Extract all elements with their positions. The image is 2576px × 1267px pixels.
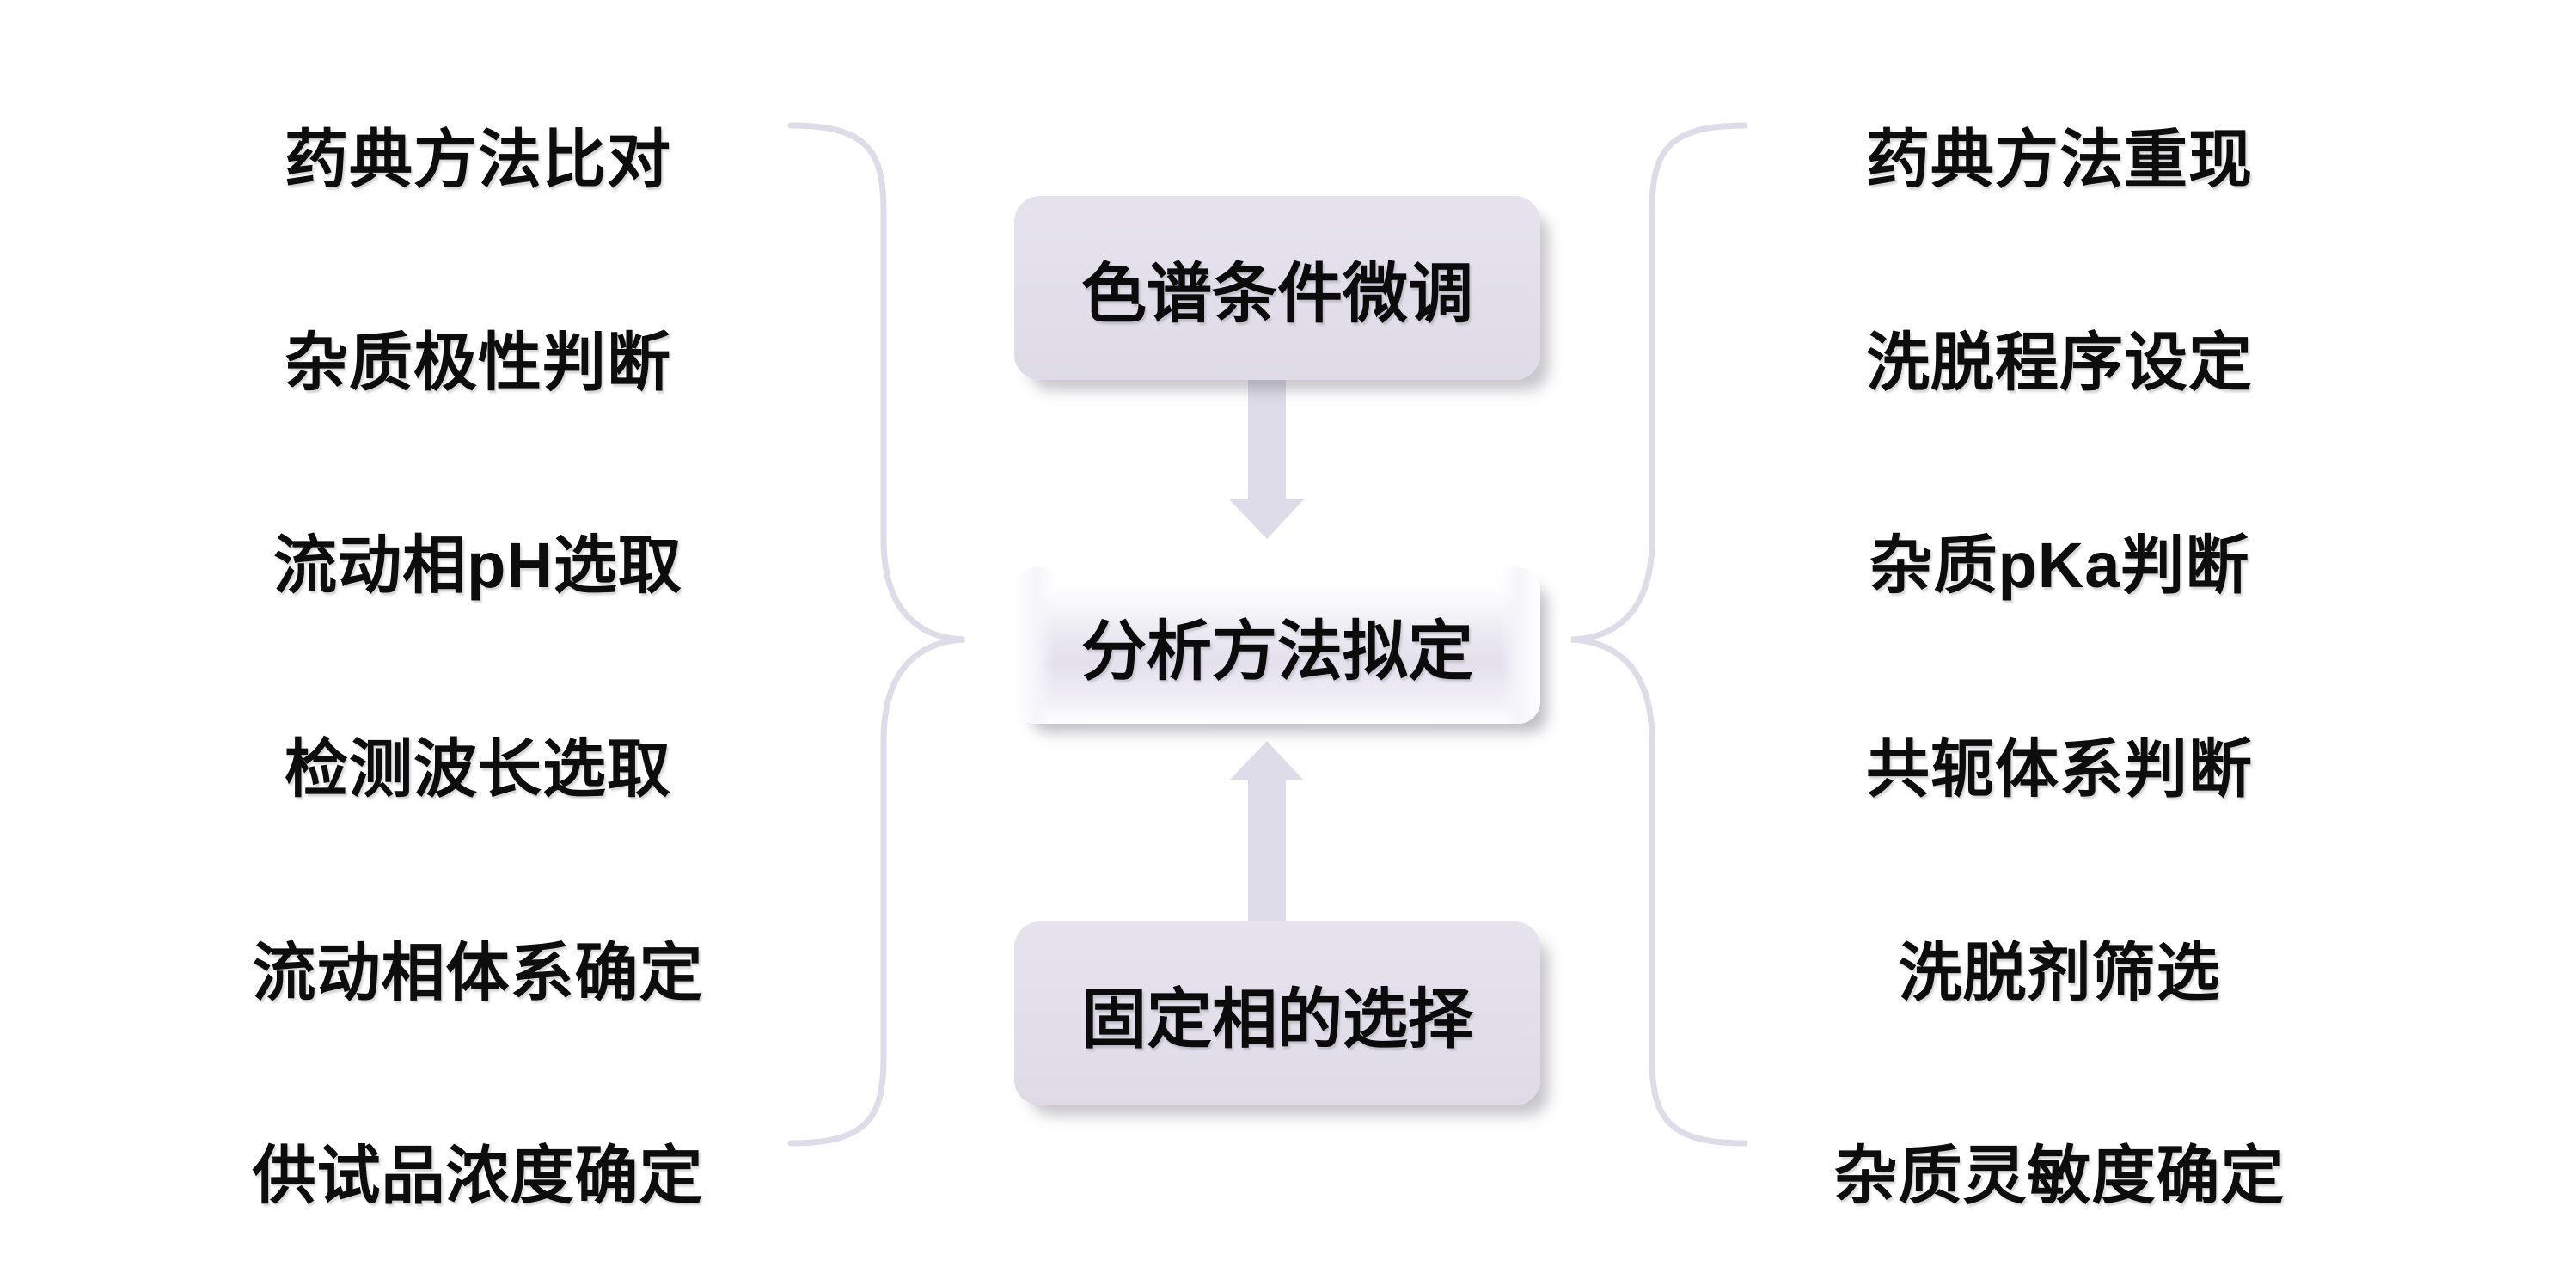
right-item-3[interactable]: 杂质pKa判断: [1796, 474, 2322, 657]
right-item-4-label: 共轭体系判断: [1866, 733, 2253, 805]
left-item-3-label: 流动相pH选取: [273, 529, 682, 601]
bevel-left-highlight: [1014, 567, 1054, 724]
left-item-1-label: 药典方法比对: [285, 124, 671, 195]
left-brace: [787, 122, 965, 1147]
right-item-6[interactable]: 杂质灵敏度确定: [1796, 1085, 2322, 1267]
center-bottom-box[interactable]: 固定相的选择: [1014, 921, 1540, 1105]
left-item-1[interactable]: 药典方法比对: [215, 69, 741, 251]
center-bottom-label: 固定相的选择: [1081, 983, 1473, 1056]
left-item-4-label: 检测波长选取: [285, 733, 671, 805]
right-brace: [1570, 122, 1748, 1147]
right-item-3-label: 杂质pKa判断: [1869, 529, 2250, 601]
right-item-2-label: 洗脱程序设定: [1866, 327, 2253, 398]
center-top-label: 色谱条件微调: [1081, 258, 1473, 331]
left-item-2[interactable]: 杂质极性判断: [215, 272, 741, 454]
left-item-4[interactable]: 检测波长选取: [215, 678, 741, 860]
right-item-5[interactable]: 洗脱剂筛选: [1796, 882, 2322, 1064]
right-item-1[interactable]: 药典方法重现: [1796, 69, 2322, 251]
center-middle-box[interactable]: 分析方法拟定: [1014, 567, 1540, 724]
left-item-2-label: 杂质极性判断: [285, 327, 671, 398]
bevel-right-highlight: [1501, 567, 1540, 724]
right-item-2[interactable]: 洗脱程序设定: [1796, 272, 2322, 454]
left-item-6[interactable]: 供试品浓度确定: [215, 1085, 741, 1267]
right-item-6-label: 杂质灵敏度确定: [1833, 1140, 2285, 1211]
right-item-1-label: 药典方法重现: [1866, 124, 2253, 195]
left-item-5[interactable]: 流动相体系确定: [215, 882, 741, 1064]
left-item-3[interactable]: 流动相pH选取: [215, 474, 741, 657]
right-item-4[interactable]: 共轭体系判断: [1796, 678, 2322, 860]
center-middle-label: 分析方法拟定: [1081, 615, 1473, 689]
down-arrow-icon: [1229, 378, 1304, 539]
center-top-box[interactable]: 色谱条件微调: [1014, 196, 1540, 380]
left-item-5-label: 流动相体系确定: [252, 937, 704, 1008]
left-item-6-label: 供试品浓度确定: [252, 1140, 704, 1211]
right-item-5-label: 洗脱剂筛选: [1898, 937, 2221, 1008]
up-arrow-icon: [1229, 741, 1304, 921]
